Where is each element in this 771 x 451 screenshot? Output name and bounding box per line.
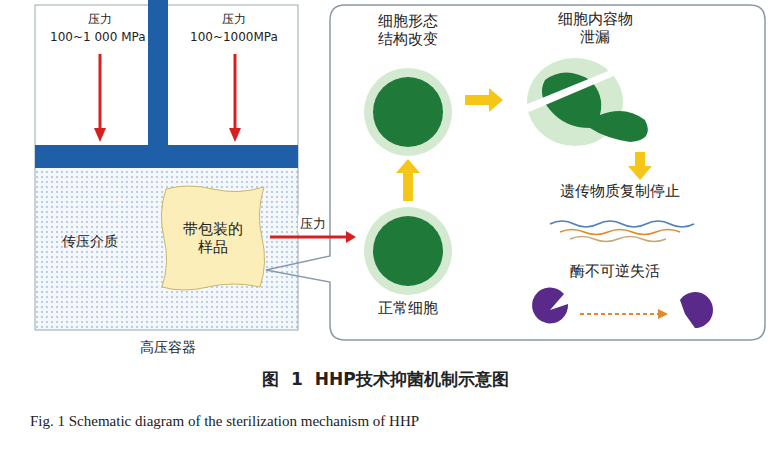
pressure-vessel: 传压介质高压容器带包装的样品 bbox=[33, 5, 299, 330]
edge-label: 压力 bbox=[298, 215, 328, 233]
node-text: 传压介质 bbox=[55, 233, 125, 250]
sample-package: 带包装的样品 bbox=[158, 183, 268, 293]
caption: 图 1 HHP技术抑菌机制示意图 bbox=[0, 368, 771, 391]
pressure-label: 压力 bbox=[88, 12, 112, 26]
cell-stage: 细胞形态结构改变 bbox=[353, 12, 463, 157]
pressure-arrows bbox=[94, 54, 241, 142]
node-text: 正常细胞 bbox=[360, 299, 456, 317]
pressure-label: 100~1000MPa bbox=[190, 30, 278, 44]
pressure-label: 100~1 000 MPa bbox=[50, 30, 146, 44]
node-text: 带包装的样品 bbox=[180, 220, 246, 256]
cell-stage: 细胞内容物泄漏 bbox=[505, 10, 685, 150]
node-text: 高压容器 bbox=[118, 339, 218, 356]
node-text: 细胞内容物泄漏 bbox=[555, 10, 635, 46]
block-arrow bbox=[465, 88, 503, 112]
node-text: 酶不可逆失活 bbox=[555, 262, 675, 280]
pressure-label: 压力 bbox=[222, 12, 246, 26]
block-arrow bbox=[628, 152, 652, 180]
block-arrow bbox=[396, 159, 420, 201]
cell-stage: 酶不可逆失活 bbox=[520, 262, 710, 332]
cell-stage: 遗传物质复制停止 bbox=[540, 182, 700, 244]
node-text: 遗传物质复制停止 bbox=[545, 182, 695, 200]
magnified-panel bbox=[266, 5, 765, 340]
node-text: 细胞形态结构改变 bbox=[376, 12, 440, 48]
pressure-medium bbox=[35, 168, 298, 330]
piston-plate bbox=[35, 145, 298, 168]
piston-rod bbox=[148, 0, 168, 146]
english-caption: Fig. 1 Schematic diagram of the steriliz… bbox=[30, 412, 419, 430]
cell-stage: 正常细胞 bbox=[358, 203, 458, 317]
